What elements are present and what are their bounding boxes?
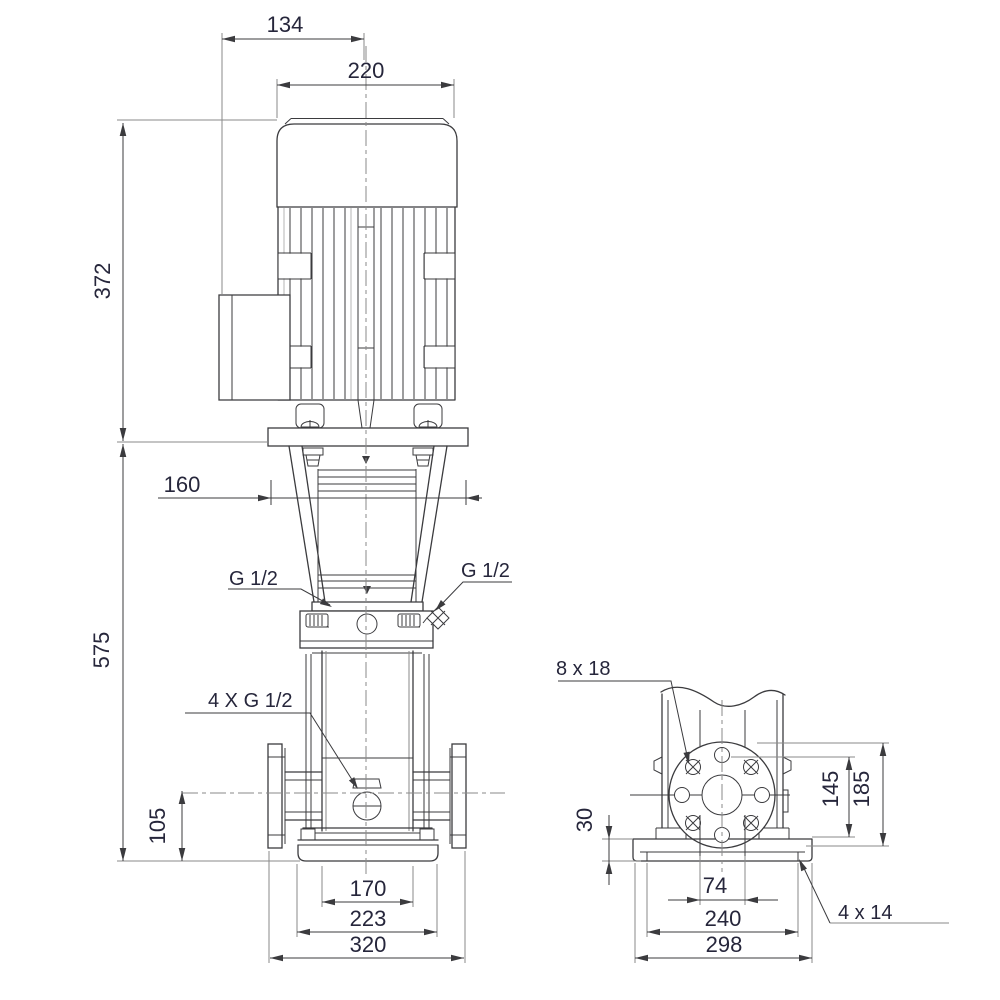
motor-fan-cover <box>276 118 458 208</box>
dim-8x18-label: 8 x 18 <box>556 658 610 680</box>
dim-170: 170 <box>321 866 414 907</box>
dim-220-label: 220 <box>348 58 385 83</box>
dim-298-label: 298 <box>706 932 743 957</box>
dim-4x14-label: 4 x 14 <box>838 902 892 924</box>
drain-plug <box>352 778 382 821</box>
dim-170-label: 170 <box>350 876 387 901</box>
dim-185-label: 185 <box>849 771 874 808</box>
label-g12-right-text: G 1/2 <box>461 560 510 582</box>
pump-head <box>299 606 450 654</box>
terminal-box <box>218 294 291 401</box>
port-flange-left <box>267 743 323 849</box>
dim-30-label: 30 <box>572 808 597 832</box>
pump-base-front <box>297 827 439 862</box>
dim-105: 105 <box>145 791 186 861</box>
dim-240-label: 240 <box>705 906 742 931</box>
label-drain-text: 4 X G 1/2 <box>208 690 293 712</box>
side-clamp-lugs <box>653 756 792 813</box>
dim-223-label: 223 <box>350 906 387 931</box>
label-g12-right: G 1/2 <box>435 560 512 611</box>
label-drain: 4 X G 1/2 <box>185 690 358 789</box>
dim-223: 223 <box>296 864 438 937</box>
head-bolt-left <box>305 613 329 628</box>
priming-plug <box>356 613 378 635</box>
dim-105-label: 105 <box>145 808 170 845</box>
dim-240: 240 <box>646 863 799 937</box>
dim-185: 185 <box>757 742 889 847</box>
dim-74-label: 74 <box>703 873 727 898</box>
dim-320: 320 <box>268 851 466 963</box>
dim-372: 372 <box>90 119 277 443</box>
flange-bolt-holes-diagonal <box>685 759 759 831</box>
motor-stool <box>267 427 469 612</box>
dim-8x18: 8 x 18 <box>556 658 690 764</box>
dim-30: 30 <box>572 808 641 885</box>
gauge-plug-right <box>422 606 450 630</box>
label-g12-left-text: G 1/2 <box>229 568 278 590</box>
break-line <box>660 686 786 707</box>
dim-134: 134 <box>221 12 365 294</box>
chamber-stack <box>305 650 430 832</box>
dim-320-label: 320 <box>350 932 387 957</box>
dim-134-label: 134 <box>267 12 304 37</box>
dim-145: 145 <box>731 756 855 838</box>
head-bolt-right <box>397 613 421 628</box>
dim-220: 220 <box>276 58 455 118</box>
front-view <box>218 118 469 862</box>
dim-160-label: 160 <box>164 472 201 497</box>
port-flange-right <box>412 743 467 849</box>
dim-298: 298 <box>634 863 813 963</box>
motor-feet <box>295 403 443 434</box>
dim-145-label: 145 <box>818 771 843 808</box>
dim-575-label: 575 <box>89 632 114 669</box>
dimensions: 134 220 372 575 <box>89 12 949 963</box>
dim-74: 74 <box>668 856 778 905</box>
dim-372-label: 372 <box>90 263 115 300</box>
dim-160: 160 <box>158 472 482 505</box>
label-g12-left: G 1/2 <box>228 568 332 607</box>
side-view <box>630 686 813 903</box>
dim-4x14: 4 x 14 <box>799 859 949 924</box>
